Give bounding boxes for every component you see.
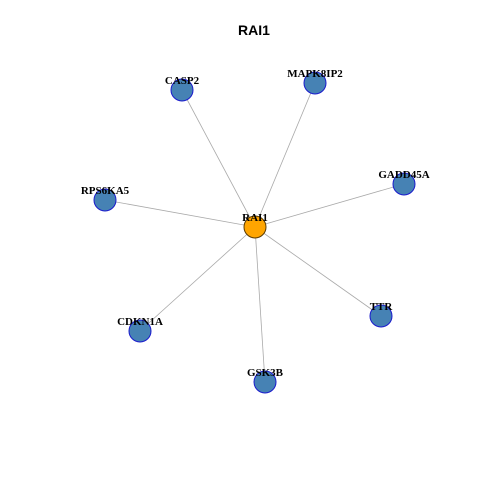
edge-rai1-mapk8ip2 bbox=[254, 82, 316, 228]
node-label-rai1: RAI1 bbox=[242, 212, 268, 224]
diagram-title: RAI1 bbox=[238, 22, 270, 38]
node-label-gadd45a: GADD45A bbox=[378, 169, 429, 181]
edge-rai1-gadd45a bbox=[254, 183, 405, 228]
node-ttr[interactable] bbox=[369, 304, 393, 328]
node-gadd45a[interactable] bbox=[392, 172, 416, 196]
node-rps6ka5[interactable] bbox=[93, 188, 117, 212]
node-label-cdkn1a: CDKN1A bbox=[117, 316, 163, 328]
edge-rai1-casp2 bbox=[181, 89, 256, 228]
node-cdkn1a[interactable] bbox=[128, 319, 152, 343]
edges bbox=[104, 82, 405, 383]
node-mapk8ip2[interactable] bbox=[303, 71, 327, 95]
edge-rai1-gsk3b bbox=[254, 226, 266, 383]
node-rai1[interactable] bbox=[243, 215, 267, 239]
node-label-mapk8ip2: MAPK8IP2 bbox=[287, 68, 343, 80]
nodes bbox=[93, 71, 416, 394]
node-label-casp2: CASP2 bbox=[165, 75, 200, 87]
node-label-rps6ka5: RPS6KA5 bbox=[81, 185, 130, 197]
node-casp2[interactable] bbox=[170, 78, 194, 102]
edge-rai1-rps6ka5 bbox=[104, 199, 256, 228]
node-label-ttr: TTR bbox=[370, 301, 394, 313]
node-label-gsk3b: GSK3B bbox=[247, 367, 284, 379]
edge-rai1-cdkn1a bbox=[139, 226, 256, 332]
edge-rai1-ttr bbox=[254, 226, 382, 317]
node-gsk3b[interactable] bbox=[253, 370, 277, 394]
